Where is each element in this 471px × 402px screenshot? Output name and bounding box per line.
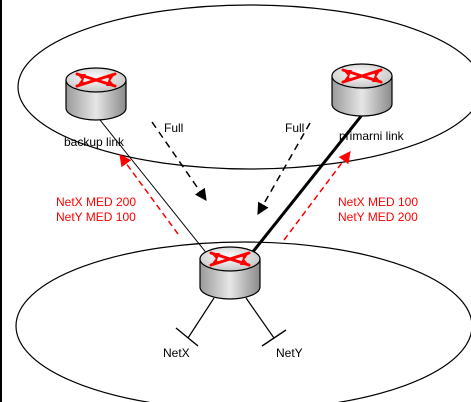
nety-segment (261, 329, 287, 347)
upper-as-ellipse (17, 4, 471, 170)
backup-link-label: backup link (64, 135, 125, 149)
left-med-arrow (119, 154, 179, 235)
netx-link (187, 297, 215, 339)
right-med-netx-label: NetX MED 100 (338, 195, 418, 209)
nety-label: NetY (276, 346, 303, 360)
left-med-netx-label: NetX MED 200 (56, 195, 136, 209)
primary-link-label: primarni link (339, 129, 405, 143)
lower-as-ellipse (15, 241, 471, 402)
primary-link-line (238, 114, 364, 269)
right-med-nety-label: NetY MED 200 (338, 210, 418, 224)
customer-router-icon (198, 245, 262, 301)
left-med-nety-label: NetY MED 100 (56, 210, 136, 224)
right-full-label: Full (285, 121, 304, 135)
netx-label: NetX (163, 346, 190, 360)
netx-segment (175, 327, 199, 347)
backup-router-icon (64, 66, 128, 122)
left-full-label: Full (164, 121, 183, 135)
nety-link (245, 297, 275, 339)
right-med-arrow (283, 151, 351, 241)
left-full-arrow (151, 121, 207, 201)
primary-router-icon (330, 62, 394, 118)
backup-link-line (99, 119, 221, 271)
right-full-arrow (257, 122, 311, 216)
